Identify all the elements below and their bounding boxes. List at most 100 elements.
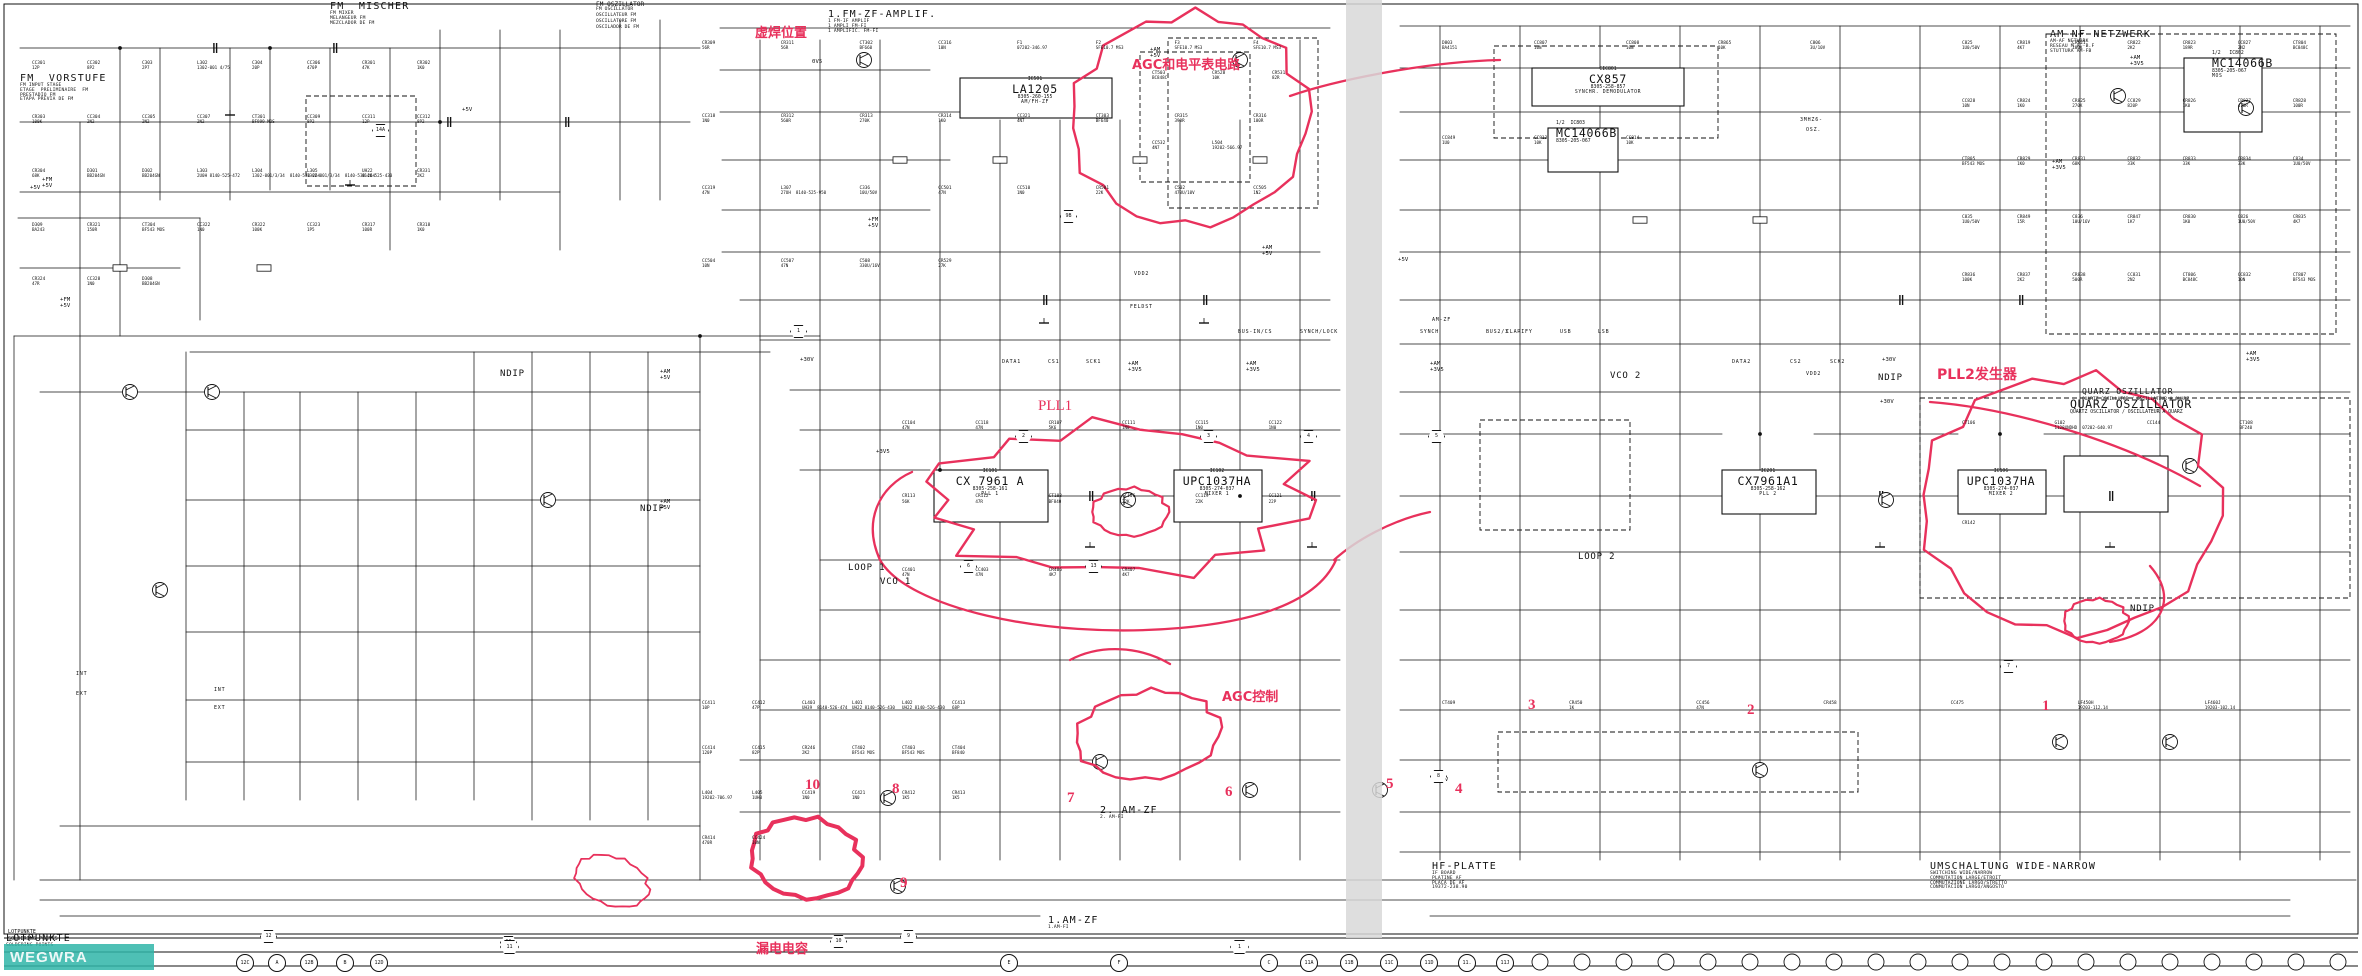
component-value: BC848C <box>1152 75 1168 81</box>
component-value: 4N7 <box>1017 117 1025 123</box>
component-value: BA4151 <box>1442 45 1458 51</box>
component-value: 10P <box>702 705 710 711</box>
component-value: 10K <box>1534 140 1542 146</box>
ic-ref: IC201 <box>1760 469 1776 474</box>
annotation-number-n6: 6 <box>1225 784 1233 800</box>
component-value: 1N2 <box>1253 190 1261 196</box>
block-title-vdd2-b: VDD2 <box>1806 371 1822 377</box>
component-value: BF543 MOS <box>902 750 925 756</box>
component-ref: CR324 <box>32 277 46 282</box>
ic-role: MIXER 1 <box>1204 491 1230 497</box>
component-value: 1K5 <box>902 795 910 801</box>
component-value: 2K2 <box>417 173 425 179</box>
component-ref: CR316 <box>1253 113 1267 119</box>
component-value: 1N0 <box>1122 425 1130 431</box>
component-value: 470P <box>307 65 318 71</box>
component-ref: CC403 <box>975 567 989 573</box>
component-ref: CT301 <box>252 115 266 120</box>
annotation-number-n1: 1 <box>2042 698 2050 714</box>
component-value: 1U0 <box>1442 140 1450 146</box>
annotation-a1: 虚焊位置 <box>755 26 808 41</box>
component-ref: CT503 <box>1152 71 1166 76</box>
annotation-a5: AGC控制 <box>1222 690 1279 705</box>
component-value: 1N0 <box>197 227 205 233</box>
supply-label-s22: 0V5 <box>812 59 823 65</box>
component-value: 100R <box>362 227 373 233</box>
component-ref: CC504 <box>702 258 716 264</box>
component-ref: CR529 <box>938 258 952 264</box>
section-line: COMMUTAZIONE LARGO/STRETTO <box>1930 880 2008 886</box>
component-ref: CC118 <box>975 421 989 426</box>
component-value: 19203-112.14 <box>2077 705 2108 711</box>
annotation-a2: AGC和电平表电路 <box>1132 58 1241 73</box>
component-ref: CC808 <box>1626 41 1640 46</box>
section-line: 1.FM-ZF-AMPLIF. <box>828 9 937 20</box>
component-value: 8140-525-430 <box>362 173 393 179</box>
block-title-loop-1: LOOP 1 <box>848 563 886 573</box>
component-ref: CR450 <box>1569 701 1583 706</box>
component-ref: CC316 <box>938 41 952 46</box>
solder-node: 11. <box>1458 954 1476 972</box>
component-ref: CR458 <box>1823 701 1837 706</box>
solder-node: 11B <box>1340 954 1358 972</box>
block-title-ext-b: EXT <box>76 691 88 697</box>
section-line: STUTTURA AM-FB <box>2050 48 2092 54</box>
component-ref: CC322 <box>197 223 211 228</box>
component-ref: D301 <box>87 169 98 174</box>
component-ct106: CT106 <box>1962 421 1975 426</box>
component-value: 27K <box>938 262 946 268</box>
ic-role: PLL 2 <box>1759 491 1777 497</box>
component-value: 47N <box>780 262 789 268</box>
component-value: 47N <box>902 425 910 431</box>
component-ref: CR318 <box>417 223 431 228</box>
component-value: 1K7 <box>2127 219 2135 225</box>
component-value: 33K <box>2127 161 2135 167</box>
component-value: 2K2 <box>802 750 810 756</box>
annotation-circle-c6 <box>1075 686 1224 781</box>
component-value: 1K0 <box>2182 103 2191 109</box>
fm-oscillator-caption: OSCILLATEUR FM <box>596 13 637 18</box>
component-value: 10N <box>1626 45 1634 51</box>
ic-part-number: UPC1037HA <box>1966 473 2036 488</box>
component-ref: L302 <box>197 61 208 66</box>
solder-node: E <box>1000 954 1018 972</box>
component-value: BF640 <box>1095 117 1109 123</box>
component-value: 8P2 <box>307 119 315 125</box>
component-value: 270K <box>859 117 870 123</box>
fm-oscillator-caption: OSCILADOR DE FM <box>596 25 639 30</box>
component-ref: CR315 <box>1174 113 1188 119</box>
component-ref: CC832 <box>2237 273 2251 278</box>
solder-node: 11J <box>1496 954 1514 972</box>
component-value: 47N <box>975 572 983 578</box>
block-title-vco-1: VCO 1 <box>880 577 912 587</box>
annotation-circle-c5 <box>2063 596 2131 645</box>
annotation-number-n4: 4 <box>1455 781 1463 797</box>
